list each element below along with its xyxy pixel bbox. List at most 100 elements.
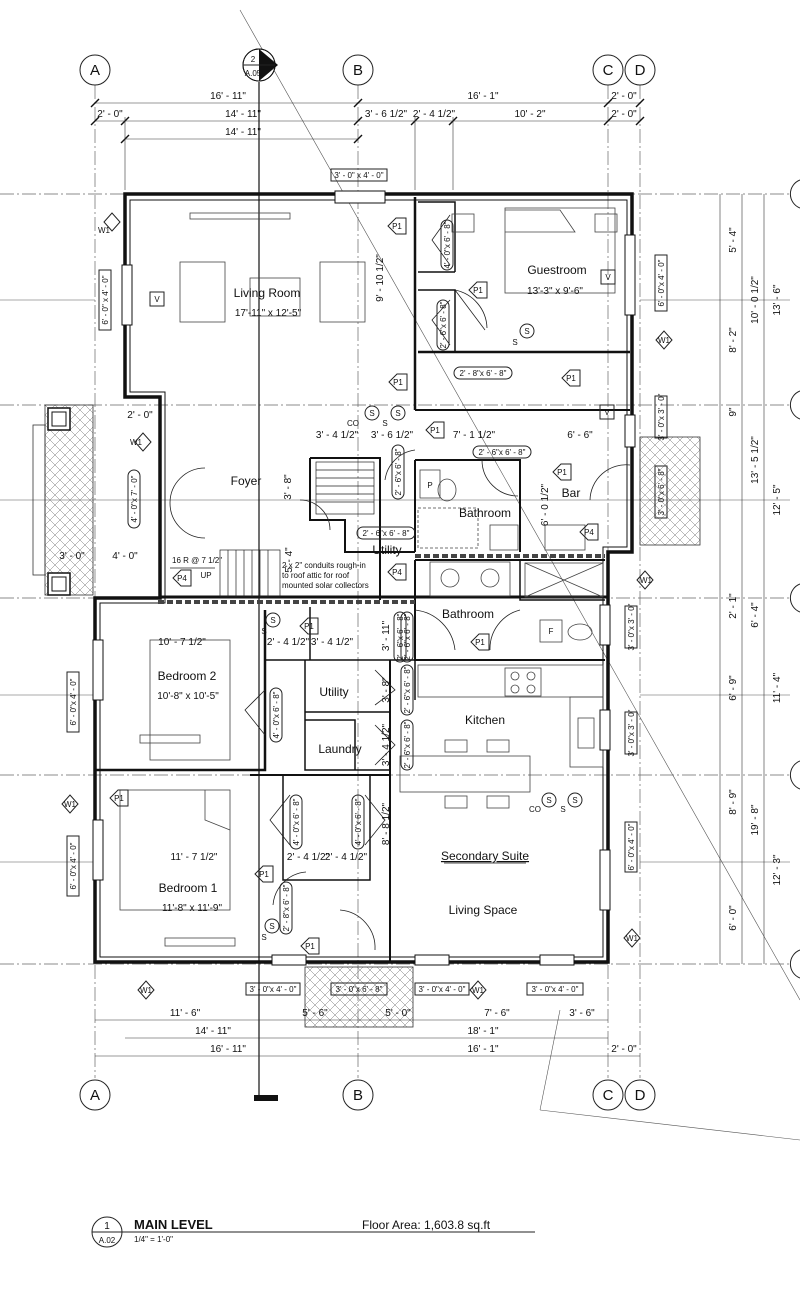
title-number: 1 [104,1221,110,1232]
right-dimensions: 5' - 4" 10' - 0 1/2" 13' - 6" 8' - 2" 9"… [719,194,783,964]
title-text: MAIN LEVEL [134,1217,213,1232]
room-kitchen: Kitchen [465,713,505,727]
tag-p1-7: P1 [304,622,314,631]
section-sheet: A.05 [245,69,262,78]
interior-dimensions: 2' - 0" 3' - 0" 4' - 0" 3' - 8" 9' - 10 … [59,254,593,863]
room-guest: Guestroom [527,263,586,277]
tag-door-1: 4' - 0"x 6' - 8" [443,221,452,268]
tag-smoke-2: S [395,409,400,418]
tag-smoke-7: S [269,922,274,931]
section-number: 2 [251,55,256,64]
tag-smoke-3: S [524,327,529,336]
tag-window-bath: 3' - 0"x 3' - 0" [627,603,636,650]
dim-bath-w: 7' - 1 1/2" [453,430,496,441]
dim-right-k: 11' - 4" [772,672,783,703]
dim-laun-h: 3' - 4 1/2" [381,723,392,766]
tag-p1-1: P1 [392,222,402,231]
dim-right-b: 10' - 0 1/2" [750,276,761,324]
room-foyer: Foyer [231,474,262,488]
tag-smoke-5: S [546,796,551,805]
room-living: Living Room [234,286,301,300]
tag-p1-6: P1 [557,468,567,477]
dim-foyer-a: 2' - 0" [127,410,153,421]
tag-p1-2: P1 [473,286,483,295]
stair-note: 16 R @ 7 1/2" [172,556,222,565]
tag-vent-2: V [605,273,611,282]
tag-window-bottom-2: 3' - 0"x 6' - 8" [336,985,383,994]
dim-right-h: 2' - 1" [728,593,739,619]
exterior-walls [93,192,634,964]
notes: 16 R @ 7 1/2" 2 x 2" conduits rough-in t… [172,556,369,590]
room-bar: Bar [562,486,581,500]
section-cut [254,82,278,1101]
dim-right-n: 12' - 3" [772,854,783,885]
dim-right-l: 8' - 9" [728,789,739,815]
dim-right-m: 19' - 8" [750,804,761,835]
dim-bottom-10: 2' - 0" [611,1044,637,1055]
room-bed1: Bedroom 1 [159,881,218,895]
tag-co-1: CO [347,419,359,428]
tag-window-guest: 6' - 0"x 4' - 0" [657,259,666,306]
tag-window-bar-2: 3' - 0"x 6' - 8" [657,468,666,515]
room-living-space: Living Space [449,903,518,917]
tag-window-left-2: 6' - 0"x 4' - 0" [69,678,78,725]
dim-top-5: 14' - 11" [225,109,261,120]
room-guest-size: 13'-3" x 9'-6" [527,286,583,297]
tag-w1-2: W1 [130,438,143,447]
dim-right-e: 9" [728,407,739,417]
grid-label-d: D [635,62,646,79]
tag-door-9: 2' - 6"x 6' - 8" [403,666,412,713]
tag-window-bar-1: 3' - 0"x 3' - 0" [657,393,666,440]
grid-bubbles: A B C D A B C D [79,54,800,1111]
stair [170,461,375,598]
dim-right-a: 5' - 4" [728,227,739,253]
tag-w1-1: W1 [98,226,111,235]
dim-top-7: 2' - 4 1/2" [413,109,456,120]
tag-s-2: S [512,338,517,347]
beam-line [158,554,605,604]
room-living-size: 17'-11" x 12'-5" [235,308,302,319]
title-sheet: A.02 [99,1236,116,1245]
tag-window-top: 3' - 0" x 4' - 0" [334,171,383,180]
furniture [119,207,618,947]
tag-w1-5: W1 [64,800,77,809]
tag-door-13: 4' - 0"x 6' - 8" [292,798,301,845]
symbol-tags: P1 P1 P1 P1 P1 P1 P1 P1 P1 P1 P1 P4 P4 P… [61,212,673,1000]
top-dimensions: 16' - 11" 16' - 1" 2' - 0" 2' - 0" 14' -… [90,91,645,190]
room-bathroom-2: Bathroom [442,607,494,621]
room-bed2-size: 10'-8" x 10'-5" [157,691,219,702]
dim-bottom-8: 16' - 11" [210,1044,246,1055]
grid-label-b-bottom: B [353,1087,363,1104]
tag-smoke-1: S [369,409,374,418]
tag-door-3: 2' - 8"x 6' - 8" [460,369,507,378]
tag-smoke-6: S [572,796,577,805]
opening-tags: 3' - 0" x 4' - 0" 6' - 0" x 4' - 0" 6' -… [66,168,668,996]
room-labels: Living Room 17'-11" x 12'-5" Guestroom 1… [157,263,586,917]
tag-s-3: S [261,627,266,636]
tag-p4-1: P4 [177,574,187,583]
dim-bottom-6: 14' - 11" [195,1026,231,1037]
tag-p1-10: P1 [259,870,269,879]
dim-stair-h: 5' - 4" [284,547,295,573]
dim-right-c: 13' - 6" [772,284,783,315]
title-scale: 1/4" = 1'-0" [134,1235,173,1244]
closet-doors [244,214,451,846]
tag-window-suite: 6' - 0"x 4' - 0" [627,823,636,870]
tag-door-14: 4' - 0"x 6' - 8" [354,798,363,845]
tag-s-4: S [560,805,565,814]
tag-door-2: 2' - 6"x 6' - 8" [439,301,448,348]
dim-lr-h: 9' - 10 1/2" [375,254,386,302]
dim-bar-w: 6' - 6" [567,430,593,441]
dim-right-o: 6' - 0" [728,905,739,931]
dim-bed1-w: 11' - 7 1/2" [171,852,218,863]
dim-bottom-4: 7' - 6" [484,1008,510,1019]
tag-p1-5: P1 [430,426,440,435]
tag-door-12: 2' - 6"x 6' - 8" [403,613,412,660]
tag-vent-3: V [604,408,610,417]
tag-w1-6: W1 [626,934,639,943]
dim-top-10: 14' - 11" [225,127,261,138]
dim-right-j: 6' - 9" [728,675,739,701]
tag-w1-3: W1 [658,336,671,345]
exterior-decks [32,404,701,1028]
conduit-note-2: to roof attic for roof [282,571,350,580]
